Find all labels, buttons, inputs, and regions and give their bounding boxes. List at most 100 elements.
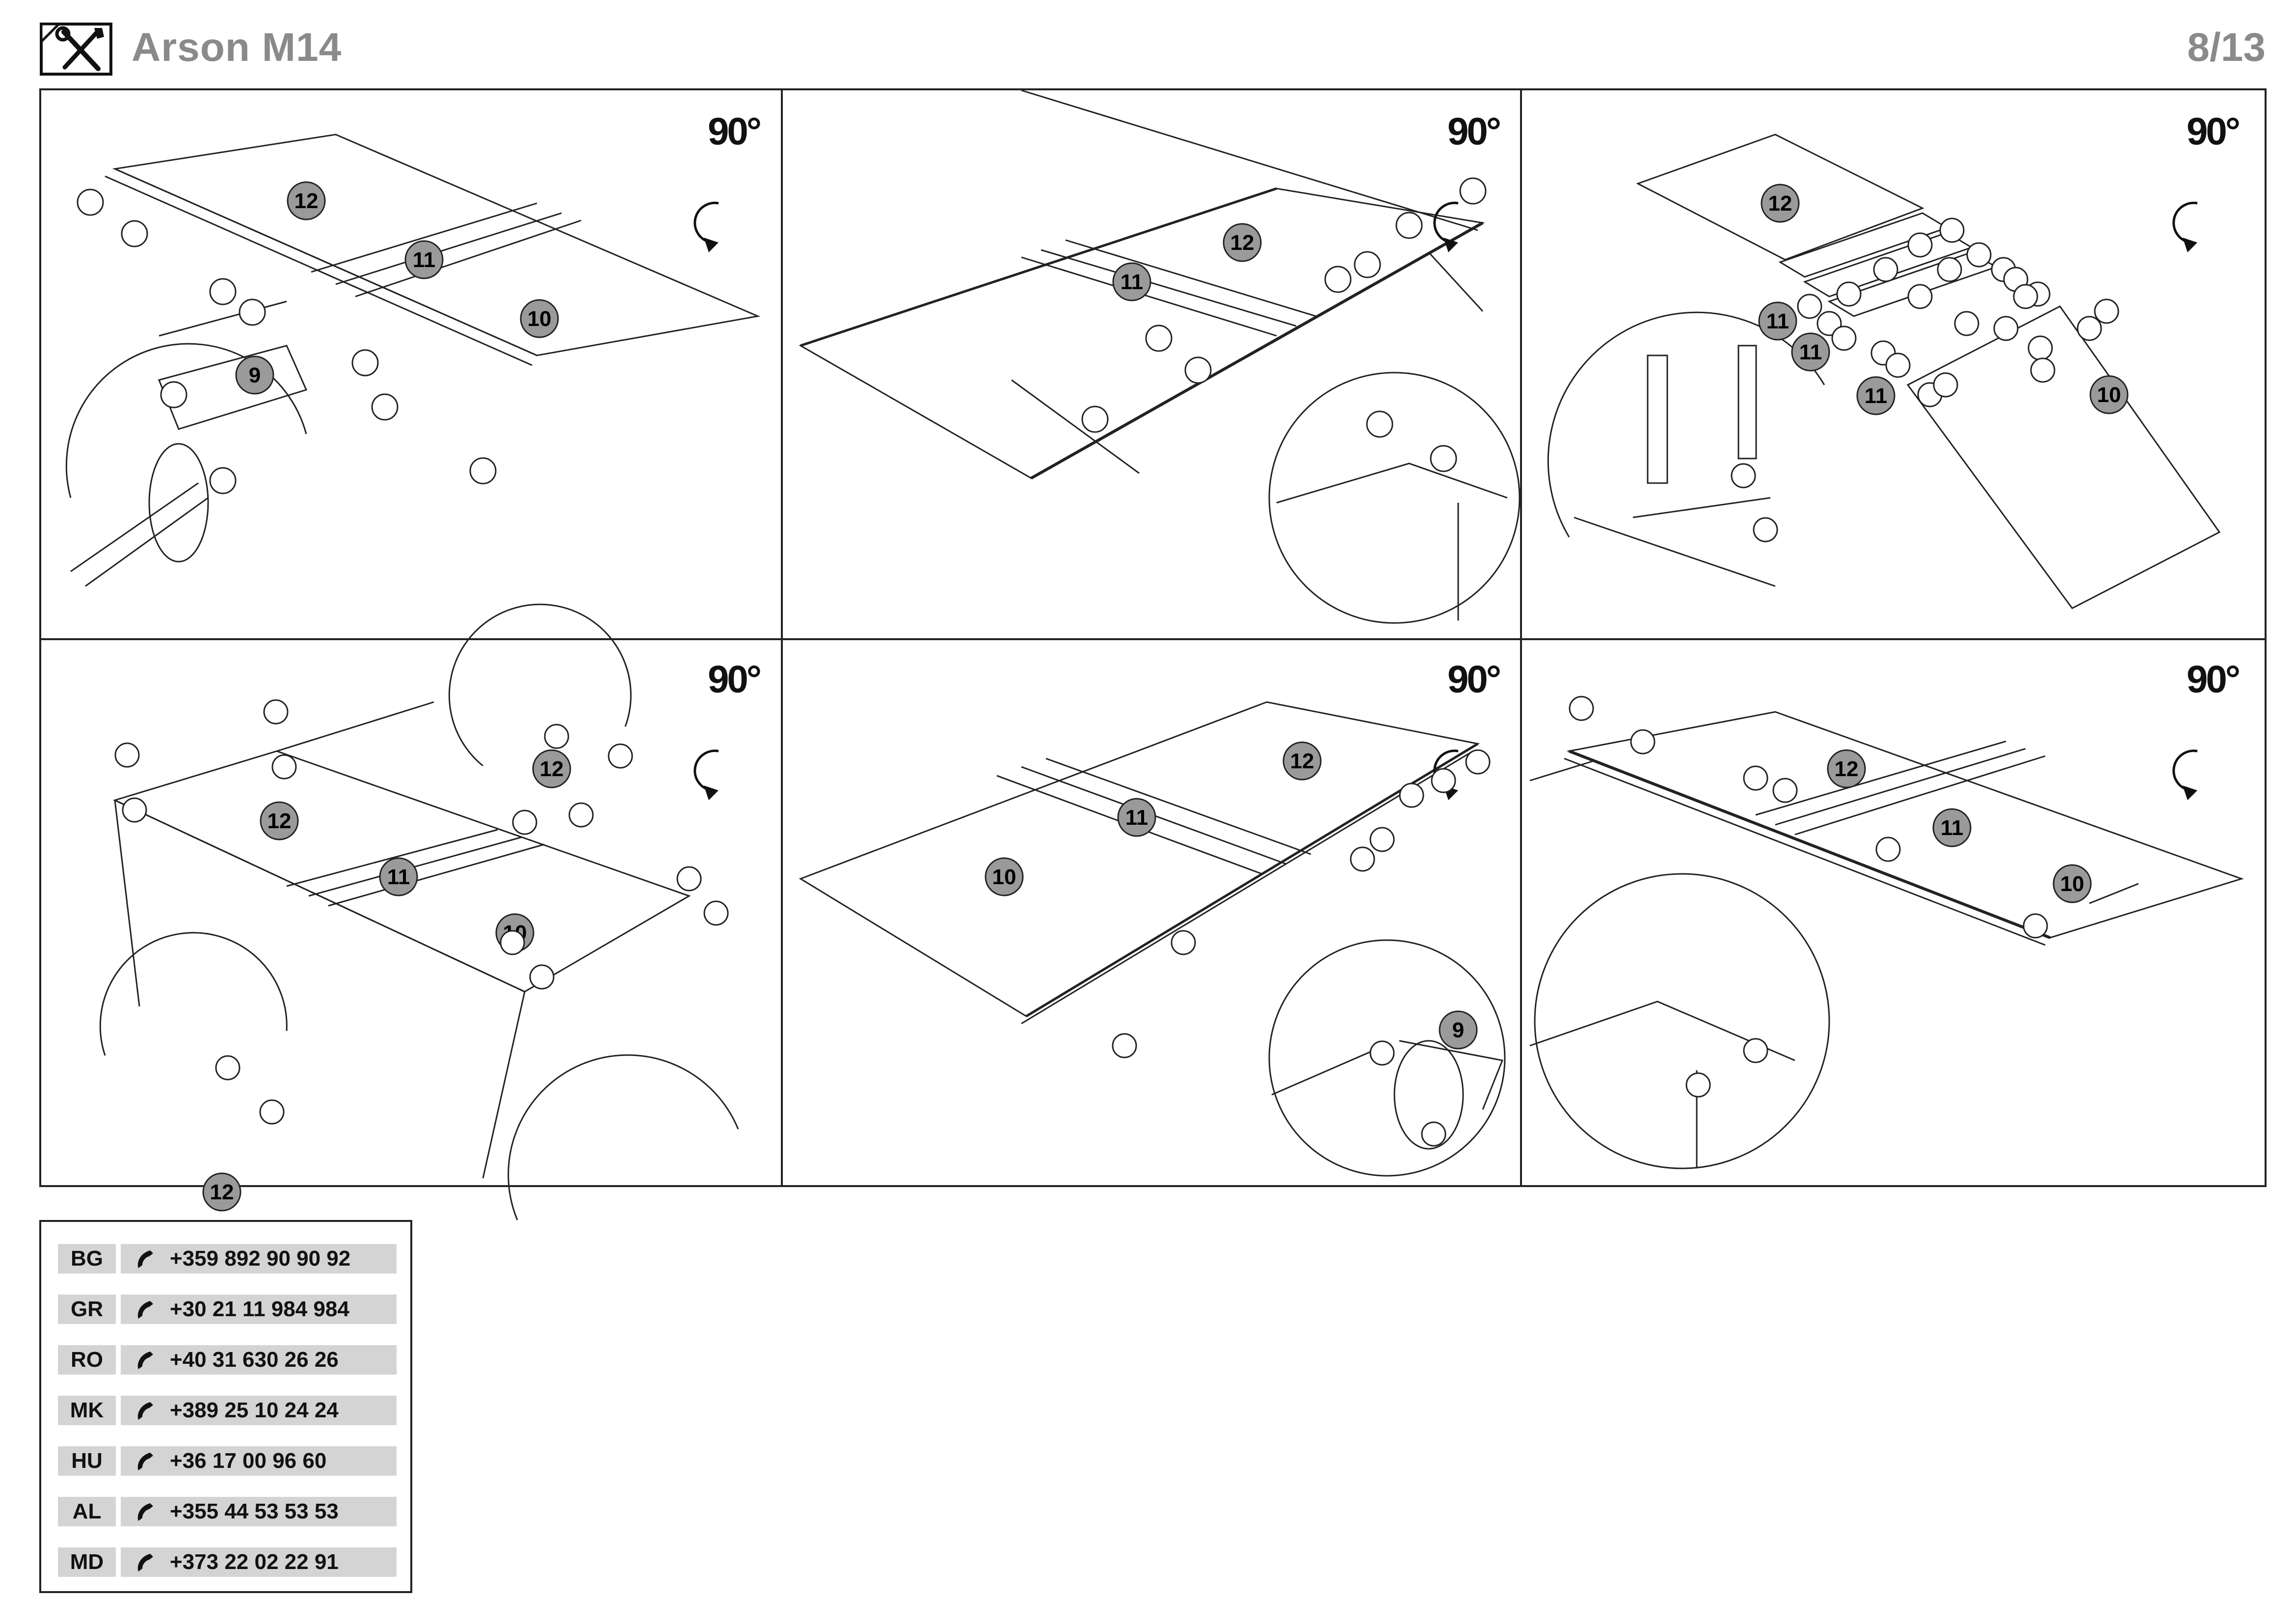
part-tag-10: 10 <box>2089 375 2129 414</box>
part-tag-12: 12 <box>532 749 571 788</box>
part-number: 10 <box>2060 872 2084 896</box>
step-5-drawing: 12 11 10 9 <box>799 701 1506 1177</box>
rotation-indicator <box>2172 749 2198 800</box>
phone-number[interactable]: +36 17 00 96 60 <box>170 1449 327 1473</box>
phone-icon <box>137 1453 153 1470</box>
part-number: 12 <box>210 1180 234 1204</box>
phone-number[interactable]: +373 22 02 22 91 <box>170 1550 339 1574</box>
part-number: 11 <box>387 865 410 889</box>
phone-number[interactable]: +30 21 11 984 984 <box>170 1297 349 1321</box>
step-1-panel: 12 11 10 9 90° <box>41 90 781 638</box>
step-2-panel: 12 11 90° <box>781 89 1521 638</box>
part-tag-11: 11 <box>1932 808 1972 847</box>
contact-row: BG +359 892 90 90 92 <box>58 1244 397 1273</box>
phone-number[interactable]: +40 31 630 26 26 <box>170 1348 339 1372</box>
steps-grid: 12 11 10 9 90° <box>39 88 2269 1220</box>
tools-icon <box>40 23 112 76</box>
part-tag-9: 9 <box>235 355 274 395</box>
step-6-panel: 12 11 10 90° <box>1520 638 2269 1187</box>
part-tag-11: 11 <box>1856 376 1896 415</box>
rotate-90-label: 90° <box>2187 109 2241 153</box>
part-tag-11: 11 <box>1791 332 1830 372</box>
contact-row: RO +40 31 630 26 26 <box>58 1345 397 1375</box>
rotate-90-label: 90° <box>1447 109 1501 153</box>
part-number: 10 <box>992 865 1016 889</box>
part-tag-9: 9 <box>1439 1010 1478 1050</box>
rotation-indicator <box>2172 201 2198 252</box>
grid-divider <box>1520 90 1522 1185</box>
step-4-panel: 12 11 10 12 12 90° <box>41 603 781 1220</box>
part-tag-12: 12 <box>260 801 299 840</box>
service-contacts: BG +359 892 90 90 92 GR +30 21 11 984 98… <box>39 1220 412 1593</box>
rotate-90-label: 90° <box>708 109 762 153</box>
part-number: 12 <box>1290 749 1314 773</box>
country-code: AL <box>58 1497 116 1526</box>
country-code: GR <box>58 1295 116 1324</box>
contact-row: GR +30 21 11 984 984 <box>58 1295 397 1324</box>
contact-row: HU +36 17 00 96 60 <box>58 1446 397 1476</box>
step-3-drawing: 12 11 11 11 10 <box>1547 134 2221 609</box>
part-tag-11: 11 <box>1758 301 1797 341</box>
part-tag-11: 11 <box>404 240 444 279</box>
part-tag-10: 10 <box>2053 864 2092 903</box>
part-number: 10 <box>2097 383 2121 407</box>
part-number: 11 <box>1799 340 1822 364</box>
product-title: Arson M14 <box>132 25 342 70</box>
part-number: 9 <box>1452 1018 1464 1042</box>
step-1-drawing: 12 11 10 9 <box>65 134 761 587</box>
part-number: 12 <box>294 189 319 213</box>
part-tag-12: 12 <box>1282 741 1322 781</box>
phone-number[interactable]: +389 25 10 24 24 <box>170 1398 339 1422</box>
country-code: BG <box>58 1244 116 1273</box>
part-tag-11: 11 <box>1117 798 1156 837</box>
part-tag-12: 12 <box>202 1172 241 1212</box>
part-number: 11 <box>1865 384 1888 408</box>
part-number: 9 <box>249 363 261 387</box>
phone-icon <box>137 1402 153 1420</box>
country-code: HU <box>58 1446 116 1476</box>
part-number: 12 <box>1768 191 1792 216</box>
contact-row: AL +355 44 53 53 53 <box>58 1497 397 1526</box>
country-code: RO <box>58 1345 116 1375</box>
step-2-drawing: 12 11 <box>799 89 1521 624</box>
phone-number[interactable]: +359 892 90 90 92 <box>170 1246 351 1271</box>
part-number: 11 <box>1125 806 1148 830</box>
part-number: 10 <box>528 307 552 331</box>
rotation-indicator <box>694 749 719 800</box>
part-number: 12 <box>267 809 292 833</box>
rotation-indicator <box>1433 201 1459 252</box>
step-5-panel: 12 11 10 9 90° <box>781 638 1520 1187</box>
phone-icon <box>137 1250 153 1268</box>
phone-icon <box>137 1301 153 1319</box>
part-tag-11: 11 <box>379 857 418 896</box>
contact-row: MK +389 25 10 24 24 <box>58 1396 397 1425</box>
part-tag-12: 12 <box>1761 184 1800 223</box>
step-3-panel: 12 11 11 11 10 90° <box>1520 90 2269 638</box>
part-number: 11 <box>1766 309 1789 333</box>
part-tag-12: 12 <box>287 181 326 220</box>
part-number: 11 <box>1121 270 1144 294</box>
grid-divider <box>41 638 2265 640</box>
part-tag-12: 12 <box>1827 749 1866 788</box>
part-number: 11 <box>413 248 436 272</box>
part-tag-11: 11 <box>1112 262 1151 301</box>
part-number: 12 <box>1230 231 1255 255</box>
grid-divider <box>781 90 783 1185</box>
rotation-indicator <box>694 201 719 252</box>
phone-icon <box>137 1352 153 1369</box>
part-tag-10: 10 <box>985 857 1024 896</box>
contact-row: MD +373 22 02 22 91 <box>58 1547 397 1577</box>
phone-icon <box>137 1503 153 1521</box>
part-tag-10: 10 <box>520 299 559 338</box>
rotate-90-label: 90° <box>2187 657 2241 701</box>
rotate-90-label: 90° <box>1447 657 1501 701</box>
country-code: MK <box>58 1396 116 1425</box>
page-number: 8/13 <box>2187 25 2266 70</box>
phone-number[interactable]: +355 44 53 53 53 <box>170 1499 339 1523</box>
part-number: 12 <box>1835 757 1859 781</box>
phone-icon <box>137 1554 153 1571</box>
rotate-90-label: 90° <box>708 657 762 701</box>
part-number: 11 <box>1941 816 1964 840</box>
step-4-drawing: 12 11 10 12 12 <box>99 603 739 1220</box>
